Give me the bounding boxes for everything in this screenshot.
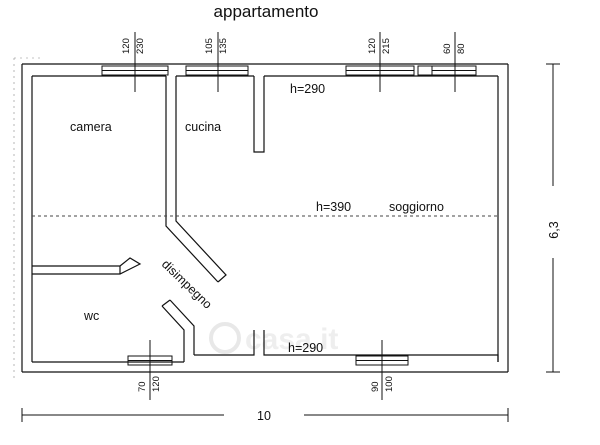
win-bottom-1-a: 70 [137,381,148,392]
win-bottom-2-a: 90 [370,381,381,392]
win-top-2-b: 135 [218,38,229,54]
height-label-middle: h=390 [316,200,351,214]
watermark: casa.it [209,322,338,356]
win-top-2-a: 105 [204,38,215,54]
room-label-camera: camera [70,120,112,134]
height-dimension [546,63,560,373]
room-label-wc: wc [83,309,99,323]
height-dimension-label: 6,3 [547,221,561,238]
win-bottom-2-b: 100 [384,376,395,392]
window-dimensions: 120 230 105 135 120 215 60 80 70 120 90 … [121,38,467,392]
height-label-upper: h=290 [290,82,325,96]
win-top-1-a: 120 [121,38,132,54]
room-label-soggiorno: soggiorno [389,200,444,214]
height-label-lower: h=290 [288,341,323,355]
win-bottom-1-b: 120 [151,376,162,392]
outer-walls [21,63,509,373]
width-dimension [21,408,509,422]
plan-title: appartamento [214,2,319,21]
win-top-4-b: 80 [456,43,467,54]
windows-bottom [127,355,409,366]
room-label-disimpegno: disimpegno [159,257,215,312]
win-top-1-b: 230 [135,38,146,54]
win-top-3-a: 120 [367,38,378,54]
width-dimension-label: 10 [257,409,271,423]
room-label-cucina: cucina [185,120,221,134]
watermark-text: casa.it [245,323,338,356]
interior-walls [32,76,265,362]
win-top-3-b: 215 [381,38,392,54]
win-top-4-a: 60 [442,43,453,54]
window-markers [134,32,456,400]
windows-top [101,65,477,76]
